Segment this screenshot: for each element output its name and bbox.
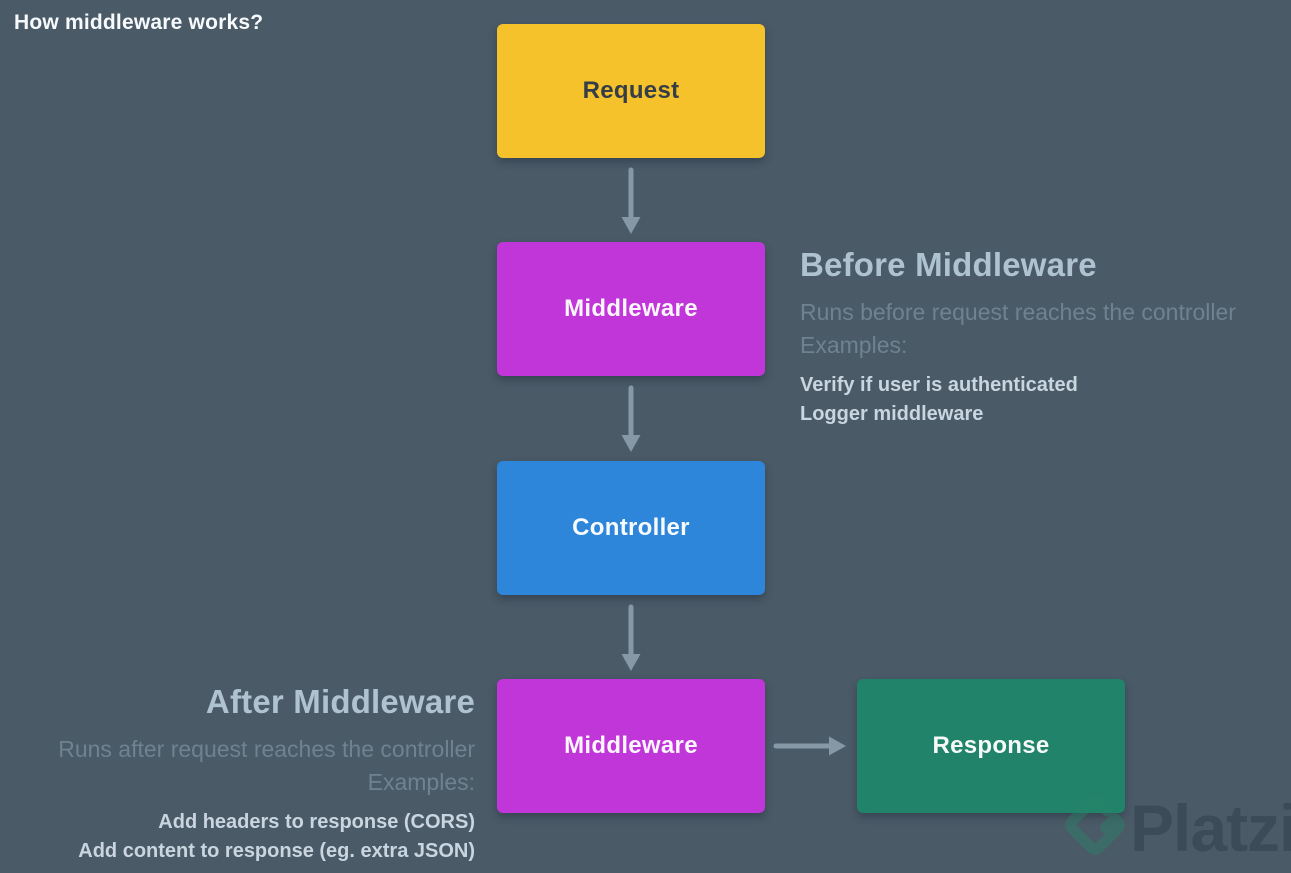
platzi-watermark-text: Platzi — [1130, 791, 1291, 865]
before-middleware-examples-label: Examples: — [800, 332, 908, 358]
after-middleware-example-item: Add content to response (eg. extra JSON) — [78, 840, 475, 862]
flow-node-controller-label: Controller — [572, 514, 690, 541]
flow-node-middleware-before-label: Middleware — [564, 295, 698, 322]
arrow-down-request-to-middleware-icon — [621, 167, 641, 234]
before-middleware-examples-list: Verify if user is authenticated Logger m… — [800, 371, 1280, 429]
page-title: How middleware works? — [14, 11, 264, 34]
flow-node-response: Response — [857, 679, 1125, 813]
platzi-logo-icon — [1065, 795, 1125, 855]
arrow-right-middleware-to-response-icon — [773, 736, 846, 756]
flow-node-response-label: Response — [932, 732, 1050, 759]
before-middleware-annotation: Before Middleware Runs before request re… — [800, 247, 1280, 429]
flow-node-middleware-after-label: Middleware — [564, 732, 698, 759]
after-middleware-description: Runs after request reaches the controlle… — [58, 736, 475, 762]
after-middleware-heading: After Middleware — [205, 683, 475, 720]
flow-node-request: Request — [497, 24, 765, 158]
flow-node-controller: Controller — [497, 461, 765, 595]
before-middleware-heading: Before Middleware — [800, 246, 1097, 283]
after-middleware-examples-list: Add headers to response (CORS) Add conte… — [0, 808, 475, 866]
flow-node-middleware-before: Middleware — [497, 242, 765, 376]
before-middleware-description: Runs before request reaches the controll… — [800, 299, 1236, 325]
before-middleware-example-item: Verify if user is authenticated — [800, 374, 1078, 396]
arrow-down-controller-to-middleware-icon — [621, 604, 641, 671]
after-middleware-annotation: After Middleware Runs after request reac… — [0, 684, 475, 866]
arrow-down-middleware-to-controller-icon — [621, 385, 641, 452]
before-middleware-example-item: Logger middleware — [800, 403, 984, 425]
after-middleware-examples-label: Examples: — [367, 769, 475, 795]
after-middleware-example-item: Add headers to response (CORS) — [158, 811, 475, 833]
flow-node-middleware-after: Middleware — [497, 679, 765, 813]
flow-node-request-label: Request — [582, 77, 680, 104]
